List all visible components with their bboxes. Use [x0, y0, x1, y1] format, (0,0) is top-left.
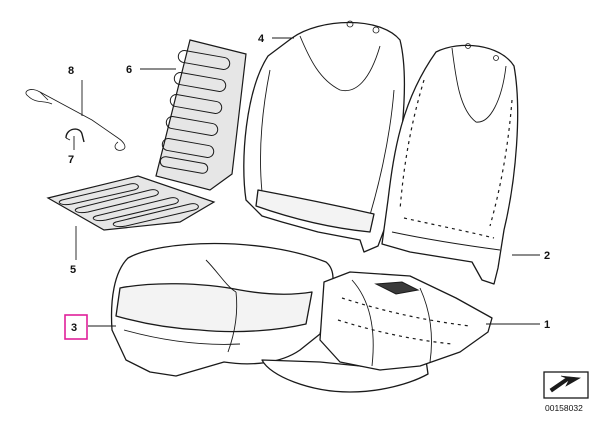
part-1-seat-padding — [319, 271, 493, 371]
part-6-heating-mat — [155, 39, 247, 191]
callout-4: 4 — [258, 33, 265, 45]
part-5-seat-heating-mat — [46, 175, 216, 231]
part-2-backrest-padding — [381, 43, 519, 285]
highlight-box — [64, 314, 88, 340]
part-7-clip — [65, 128, 85, 143]
callout-8: 8 — [68, 65, 74, 77]
callout-7: 7 — [68, 154, 74, 166]
arrow-down-left-icon[interactable] — [543, 371, 589, 399]
part-4-backrest-cover — [243, 20, 405, 253]
part-8-wire — [25, 89, 126, 151]
part-3-seat-cover — [110, 242, 429, 393]
callouts: 8 7 6 4 5 2 1 3 — [64, 33, 550, 340]
leader-lines — [73, 37, 540, 327]
callout-1: 1 — [544, 319, 550, 331]
callout-5: 5 — [70, 264, 76, 276]
callout-2: 2 — [544, 250, 550, 262]
callout-3: 3 — [71, 322, 77, 334]
reference-number: 00158032 — [545, 403, 583, 413]
callout-6: 6 — [126, 64, 132, 76]
